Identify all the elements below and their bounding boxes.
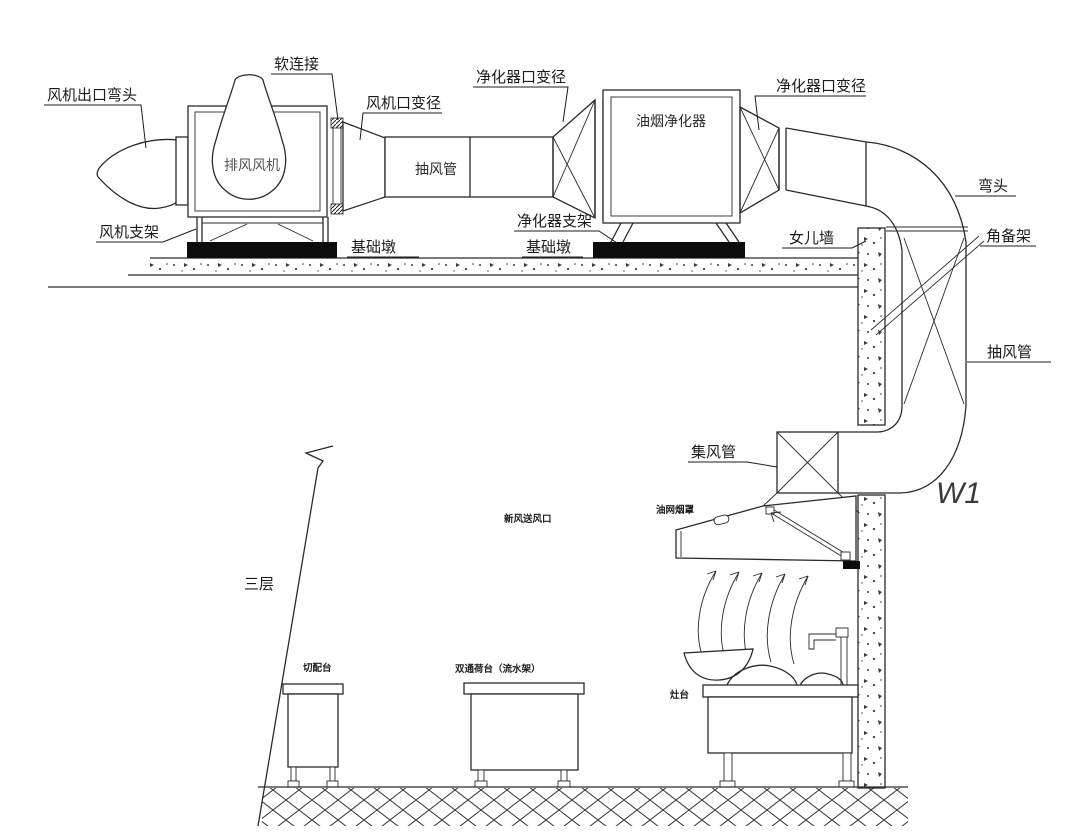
lower-elbow-duct xyxy=(838,405,967,494)
foundation-pier-label-1: 基础墩 xyxy=(351,239,396,256)
grease-cup xyxy=(843,561,860,569)
collecting-duct-label: 集风管 xyxy=(691,444,736,461)
label-elbow: 弯头 xyxy=(955,178,1016,197)
roof-slab xyxy=(48,257,858,288)
burner-mound-2 xyxy=(799,672,844,686)
exhaust-duct-label-1: 抽风管 xyxy=(415,161,457,177)
label-foundation-pier-1: 基础墩 xyxy=(347,239,419,258)
roof-elbow-duct xyxy=(785,127,967,406)
double-pass-table-shape xyxy=(463,682,585,788)
double-pass-table-label: 双通荷台（流水架） xyxy=(454,663,541,675)
fan-port-reducer-shape xyxy=(342,121,386,212)
label-collecting-duct: 集风管 xyxy=(688,444,778,468)
soft-connection-label: 软连接 xyxy=(274,56,319,73)
exhaust-fan-assembly: 排风风机 xyxy=(96,74,386,258)
cutting-table-shape xyxy=(282,683,344,788)
label-purifier-bracket: 净化器支架 xyxy=(514,213,618,244)
angle-iron-frame-label: 角备架 xyxy=(986,228,1031,245)
purifier-support-legs xyxy=(610,222,740,243)
fume-purifier-label: 油烟净化器 xyxy=(636,113,706,129)
foundation-pier-left xyxy=(187,242,337,258)
fan-bracket-label: 风机支架 xyxy=(99,224,159,241)
fan-outlet-elbow-shape xyxy=(96,138,178,210)
wok xyxy=(683,648,754,681)
burner-mound-1 xyxy=(726,664,798,686)
roof-slab-concrete-band xyxy=(150,258,858,275)
hood-filter-panel xyxy=(765,506,851,561)
purifier-outlet-reducer xyxy=(739,105,787,215)
fan-port-reducer-label: 风机口变径 xyxy=(366,95,441,112)
exhaust-duct-horizontal xyxy=(384,136,554,198)
kitchen-floor xyxy=(258,786,908,826)
wall-upper-segment xyxy=(857,227,886,426)
cutting-table-label: 切配台 xyxy=(303,662,332,674)
foundation-pier-label-2: 基础墩 xyxy=(526,239,571,256)
stove-body xyxy=(707,696,853,754)
label-foundation-pier-2: 基础墩 xyxy=(522,239,583,258)
fan-scroll-outline xyxy=(211,74,287,200)
wall-opening-code-label: W1 xyxy=(936,477,981,510)
parapet-wall-label: 女儿墙 xyxy=(789,229,834,247)
faucet xyxy=(808,627,849,685)
purifier-bracket-label: 净化器支架 xyxy=(517,213,592,230)
label-parapet-wall: 女儿墙 xyxy=(782,229,867,249)
cooking-stove-label: 灶台 xyxy=(670,689,690,701)
exhaust-fan-label: 排风风机 xyxy=(224,157,280,173)
elbow-label: 弯头 xyxy=(978,178,1008,195)
label-soft-connection: 软连接 xyxy=(271,56,339,121)
floor-break-line xyxy=(257,445,334,827)
parapet-wall-column xyxy=(857,227,886,789)
label-fan-port-reducer: 风机口变径 xyxy=(359,95,442,141)
label-angle-iron-frame: 角备架 xyxy=(980,228,1036,247)
label-exhaust-duct-vertical: 抽风管 xyxy=(967,344,1051,363)
grease-hood xyxy=(675,495,860,569)
purifier-port-reducer-label-2: 净化器口变径 xyxy=(776,78,866,95)
wall-lower-segment xyxy=(857,494,886,789)
label-fan-bracket: 风机支架 xyxy=(96,224,197,243)
horizontal-duct-run: 抽风管 xyxy=(384,136,554,198)
third-floor-label: 三层 xyxy=(244,576,274,593)
grease-mesh-hood-label: 油网烟罩 xyxy=(656,504,695,516)
hood-body xyxy=(675,495,857,562)
fan-outlet-elbow-label: 风机出口弯头 xyxy=(47,87,137,104)
airflow-arrows xyxy=(697,570,809,665)
stove-top xyxy=(702,684,859,698)
fan-outlet-flange xyxy=(175,136,189,206)
label-fan-outlet-elbow: 风机出口弯头 xyxy=(44,87,147,149)
purifier-port-reducer-label-1: 净化器口变径 xyxy=(476,69,566,86)
collecting-duct-box xyxy=(762,431,859,513)
exhaust-duct-label-2: 抽风管 xyxy=(987,344,1032,361)
floor-hatch xyxy=(262,788,908,826)
hood-lamp xyxy=(713,514,730,526)
cooking-stove-shape xyxy=(683,627,859,788)
fan-support-frame xyxy=(196,217,329,242)
fume-purifier-unit: 油烟净化器 xyxy=(593,89,745,258)
flexible-connector xyxy=(330,117,344,215)
angle-iron-frame-shape xyxy=(870,226,985,336)
purifier-inlet-reducer xyxy=(552,98,604,220)
foundation-pier-right xyxy=(593,242,745,258)
label-purifier-port-reducer-1: 净化器口变径 xyxy=(473,69,569,123)
fresh-air-outlet-label: 新风送风口 xyxy=(504,513,552,525)
label-purifier-port-reducer-2: 净化器口变径 xyxy=(754,78,866,131)
purifier-casing-inner xyxy=(610,96,733,217)
